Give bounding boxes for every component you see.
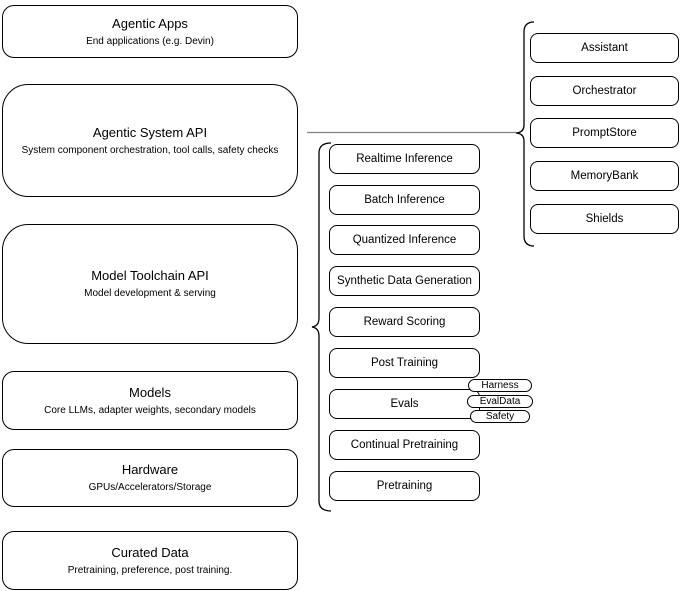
node-synthetic-data-generation: Synthetic Data Generation bbox=[329, 266, 480, 296]
node-orchestrator: Orchestrator bbox=[530, 76, 679, 106]
node-label: Assistant bbox=[581, 41, 628, 54]
pill-label: Safety bbox=[485, 411, 515, 422]
node-label: Quantized Inference bbox=[352, 233, 457, 246]
node-agentic-system-api: Agentic System API System component orch… bbox=[2, 84, 298, 197]
node-label: Orchestrator bbox=[572, 84, 637, 97]
node-models: Models Core LLMs, adapter weights, secon… bbox=[2, 371, 298, 430]
node-continual-pretraining: Continual Pretraining bbox=[329, 430, 480, 460]
node-hardware: Hardware GPUs/Accelerators/Storage bbox=[2, 449, 298, 507]
node-curated-data: Curated Data Pretraining, preference, po… bbox=[2, 531, 298, 590]
node-post-training: Post Training bbox=[329, 348, 480, 378]
node-evals: Evals bbox=[329, 389, 480, 419]
node-label: PromptStore bbox=[572, 126, 637, 139]
node-realtime-inference: Realtime Inference bbox=[329, 144, 480, 174]
node-title: Agentic Apps bbox=[112, 15, 188, 31]
node-assistant: Assistant bbox=[530, 33, 679, 63]
node-label: Shields bbox=[585, 212, 624, 225]
pill-label: Harness bbox=[481, 380, 519, 391]
node-label: Evals bbox=[390, 397, 419, 410]
node-reward-scoring: Reward Scoring bbox=[329, 307, 480, 337]
node-subtitle: Pretraining, preference, post training. bbox=[67, 564, 233, 576]
node-subtitle: End applications (e.g. Devin) bbox=[86, 35, 214, 47]
pill-safety: Safety bbox=[470, 410, 530, 423]
node-subtitle: Model development & serving bbox=[84, 288, 216, 299]
node-pretraining: Pretraining bbox=[329, 471, 480, 501]
node-title: Models bbox=[129, 384, 171, 400]
node-label: Pretraining bbox=[376, 479, 433, 492]
node-batch-inference: Batch Inference bbox=[329, 185, 480, 215]
node-title: Model Toolchain API bbox=[91, 268, 209, 283]
pill-evaldata: EvalData bbox=[467, 395, 533, 408]
node-title: Curated Data bbox=[111, 544, 189, 560]
node-model-toolchain-api: Model Toolchain API Model development & … bbox=[2, 224, 298, 344]
node-subtitle: System component orchestration, tool cal… bbox=[21, 144, 279, 156]
node-subtitle: GPUs/Accelerators/Storage bbox=[88, 482, 212, 493]
node-label: Reward Scoring bbox=[363, 315, 446, 328]
pill-label: EvalData bbox=[479, 396, 521, 407]
node-promptstore: PromptStore bbox=[530, 118, 679, 148]
node-label: Synthetic Data Generation bbox=[337, 274, 472, 287]
node-label: Post Training bbox=[370, 356, 439, 369]
node-label: Continual Pretraining bbox=[350, 438, 459, 451]
node-label: MemoryBank bbox=[570, 169, 639, 182]
node-label: Batch Inference bbox=[364, 193, 445, 206]
node-label: Realtime Inference bbox=[356, 152, 453, 165]
node-title: Agentic System API bbox=[92, 124, 208, 140]
node-title: Hardware bbox=[121, 462, 179, 477]
node-shields: Shields bbox=[530, 204, 679, 234]
node-subtitle: Core LLMs, adapter weights, secondary mo… bbox=[44, 404, 256, 416]
node-quantized-inference: Quantized Inference bbox=[329, 225, 480, 255]
node-agentic-apps: Agentic Apps End applications (e.g. Devi… bbox=[2, 5, 298, 58]
pill-harness: Harness bbox=[468, 379, 532, 392]
node-memorybank: MemoryBank bbox=[530, 161, 679, 191]
